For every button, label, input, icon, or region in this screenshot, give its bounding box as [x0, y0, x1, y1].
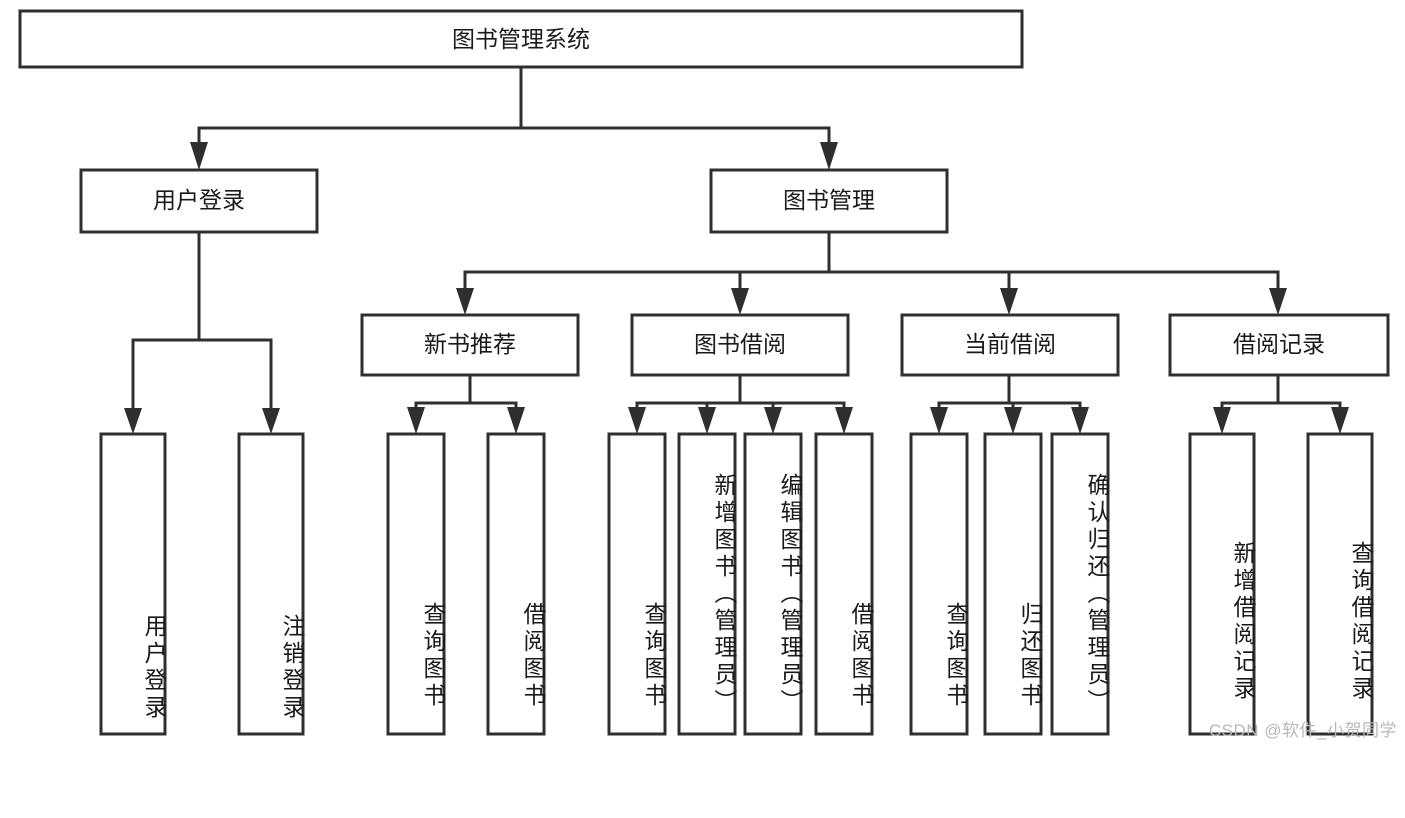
- arrow-head-leaf-query-record: [1331, 407, 1349, 434]
- leaf-rect-return-book[interactable]: [983, 432, 1043, 736]
- node-current-borrow-label: 当前借阅: [964, 331, 1056, 357]
- hierarchy-tree-svg: 图书管理系统 用户登录 图书管理 新书推荐 图书借阅 当前借阅 借阅记录: [18, 9, 1390, 736]
- leaf-rect-confirm-return[interactable]: [1050, 432, 1110, 736]
- leaf-rect-borrow-book-1[interactable]: [486, 432, 546, 736]
- arrow-head-leaf-query-book-1: [407, 407, 425, 434]
- leaf-rect-add-record[interactable]: [1188, 432, 1256, 736]
- arrow-head-leaf-logout: [262, 408, 280, 434]
- arrow-head-leaf-add-book: [698, 407, 716, 434]
- arrow-head-leaf-borrow-book-2: [835, 407, 853, 434]
- connector-group-borrow-record: [1213, 373, 1349, 434]
- arrow-head-borrow-record: [1269, 288, 1287, 315]
- node-borrow-record-label: 借阅记录: [1233, 331, 1325, 357]
- leaf-rect-query-record[interactable]: [1306, 432, 1374, 736]
- node-book-management[interactable]: 图书管理: [709, 168, 949, 234]
- arrow-head-new-book-rec: [456, 288, 474, 315]
- leaf-rect-add-book[interactable]: [677, 432, 737, 736]
- node-root[interactable]: 图书管理系统: [18, 9, 1024, 69]
- node-borrow-record-rect[interactable]: [1168, 313, 1390, 377]
- leaf-rect-borrow-book-2[interactable]: [814, 432, 874, 736]
- arrow-head-leaf-add-record: [1213, 407, 1231, 434]
- arrow-head-leaf-borrow-book-1: [507, 407, 525, 434]
- arrow-head-leaf-confirm-return: [1071, 407, 1089, 434]
- node-root-label: 图书管理系统: [452, 26, 590, 52]
- arrow-head-leaf-edit-book: [764, 407, 782, 434]
- leaf-rect-edit-book[interactable]: [743, 432, 803, 736]
- node-user-login[interactable]: 用户登录: [79, 168, 319, 234]
- node-new-book-recommend[interactable]: 新书推荐: [360, 313, 580, 377]
- connector-group-book-mgmt: [456, 230, 1287, 315]
- arrow-head-current-borrow: [1000, 288, 1018, 315]
- arrow-head-user-login: [190, 142, 208, 170]
- arrow-head-book-mgmt: [820, 142, 838, 170]
- node-borrow-record[interactable]: 借阅记录: [1168, 313, 1390, 377]
- node-new-book-recommend-rect[interactable]: [360, 313, 580, 377]
- diagram-canvas: 图书管理系统 用户登录 图书管理 新书推荐 图书借阅 当前借阅 借阅记录: [18, 9, 1397, 740]
- node-book-management-label: 图书管理: [783, 187, 875, 213]
- connector-group-book-borrow: [628, 373, 853, 434]
- node-new-book-recommend-label: 新书推荐: [424, 331, 516, 357]
- node-user-login-label: 用户登录: [153, 187, 245, 213]
- leaf-rect-user-login[interactable]: [99, 432, 167, 736]
- node-book-management-rect[interactable]: [709, 168, 949, 234]
- arrow-head-leaf-return-book: [1004, 407, 1022, 434]
- connector-group-current-borrow: [930, 373, 1089, 434]
- connector-group-user-login: [124, 230, 280, 434]
- leaf-rect-query-book-2[interactable]: [607, 432, 667, 736]
- connector-group-new-book-rec: [407, 373, 525, 434]
- arrow-head-leaf-user-login: [124, 408, 142, 434]
- leaf-rect-query-book-3[interactable]: [909, 432, 969, 736]
- connector-group-root: [190, 65, 838, 170]
- node-user-login-rect[interactable]: [79, 168, 319, 234]
- node-root-rect[interactable]: [18, 9, 1024, 69]
- node-current-borrow-rect[interactable]: [900, 313, 1120, 377]
- node-book-borrow[interactable]: 图书借阅: [630, 313, 850, 377]
- arrow-head-book-borrow: [731, 288, 749, 315]
- watermark-text: CSDN @软件_小贺同学: [1208, 721, 1397, 740]
- arrow-head-leaf-query-book-3: [930, 407, 948, 434]
- node-book-borrow-label: 图书借阅: [694, 331, 786, 357]
- node-book-borrow-rect[interactable]: [630, 313, 850, 377]
- leaf-rect-query-book-1[interactable]: [386, 432, 446, 736]
- arrow-head-leaf-query-book-2: [628, 407, 646, 434]
- node-current-borrow[interactable]: 当前借阅: [900, 313, 1120, 377]
- leaf-rect-logout[interactable]: [237, 432, 305, 736]
